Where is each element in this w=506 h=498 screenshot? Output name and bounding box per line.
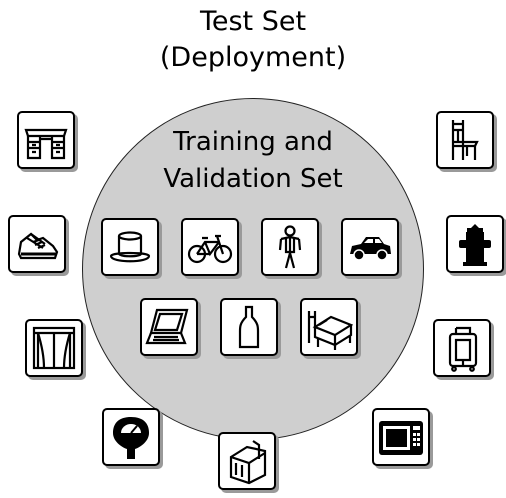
person-icon — [261, 218, 319, 276]
sneaker-icon — [8, 215, 66, 273]
bottle-icon — [220, 298, 278, 356]
test-set-title-line1: Test Set — [199, 6, 307, 37]
training-validation-title-line1: Training and — [173, 127, 333, 157]
parking-meter-icon — [102, 408, 160, 466]
top-hat-icon — [101, 218, 159, 276]
window-icon — [25, 319, 83, 377]
bed-icon — [300, 298, 358, 356]
suitcase-icon — [433, 319, 491, 377]
bicycle-icon — [181, 218, 239, 276]
fire-hydrant-icon — [446, 215, 504, 273]
desk-icon — [17, 111, 75, 169]
toaster-icon — [218, 432, 276, 490]
microwave-icon — [372, 408, 430, 466]
car-icon — [341, 218, 399, 276]
chair-icon — [436, 111, 494, 169]
test-set-title-line2: (Deployment) — [159, 42, 347, 73]
training-validation-title-line2: Validation Set — [163, 164, 343, 194]
laptop-icon — [140, 298, 198, 356]
